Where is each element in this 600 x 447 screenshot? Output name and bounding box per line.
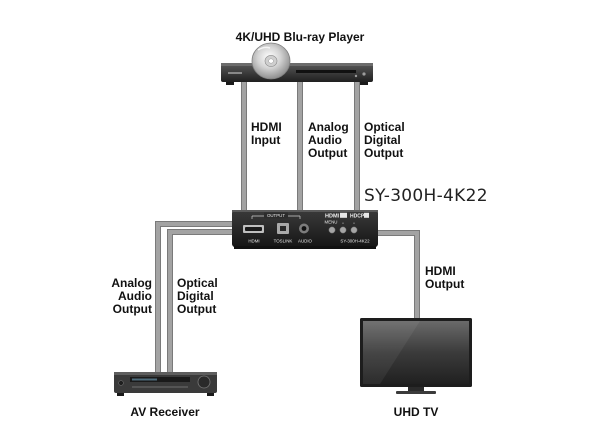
player-name: 4K/UHD Blu-ray Player — [235, 30, 365, 44]
tv-name: UHD TV — [393, 405, 439, 419]
down-button[interactable] — [350, 226, 358, 234]
tv-stand — [396, 391, 436, 394]
receiver-name: AV Receiver — [130, 405, 200, 419]
hdmi-output-label: HDMI Output — [425, 264, 465, 291]
hdmi-output-port — [243, 225, 264, 233]
cable-hdmi-output — [378, 230, 420, 322]
hdmi-input-label: HDMI Input — [251, 120, 282, 147]
hdmi-logo: HDMI — [325, 214, 340, 220]
bluray-player — [221, 63, 373, 85]
av-receiver — [114, 372, 217, 396]
menu-button[interactable] — [328, 226, 336, 234]
uhd-logo-icon — [340, 212, 347, 218]
volume-knob-icon — [197, 375, 211, 389]
cables — [155, 82, 420, 372]
analog-to-receiver-label: Analog Audio Output — [111, 276, 152, 316]
toslink-port — [277, 223, 289, 234]
hdcp-logo: HDCP — [350, 214, 365, 220]
menu-label: MENU — [325, 220, 338, 225]
optical-to-receiver-label: Optical Digital Output — [177, 276, 218, 316]
audio-jack — [299, 223, 309, 234]
model-print-label: SY-300H-4K22 — [340, 239, 370, 244]
audio-port-label: AUDIO — [298, 239, 312, 244]
up-button[interactable] — [339, 226, 347, 234]
output-header-label: OUTPUT — [267, 213, 285, 218]
analog-from-player-label: Analog Audio Output — [308, 120, 349, 160]
hdmi-port-label: HDMI — [248, 239, 259, 244]
uhd-tv — [360, 318, 472, 394]
converter-model-label: SY-300H-4K22 — [364, 186, 488, 206]
disc-icon — [251, 42, 291, 80]
optical-from-player-label: Optical Digital Output — [364, 120, 405, 160]
converter-box: OUTPUT HDMI TOSLINK AUDIO HDMI HDCP MENU… — [232, 210, 378, 249]
toslink-port-label: TOSLINK — [274, 239, 293, 244]
